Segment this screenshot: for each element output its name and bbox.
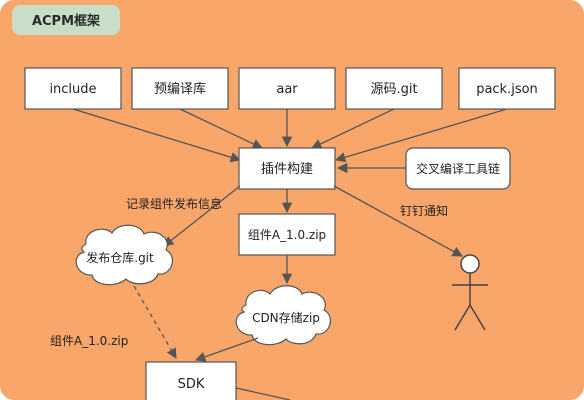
person-icon — [452, 254, 488, 331]
arrow-json-to-build — [335, 108, 508, 163]
precompile-box — [131, 67, 229, 110]
cdn-store-label: CDN存储zip — [252, 310, 320, 325]
arrow-repo-to-sdk — [133, 285, 177, 359]
component-zip-side-label: 组件A_1.0.zip — [50, 334, 128, 348]
sdk-box — [145, 361, 237, 400]
arrow-git-to-build — [311, 108, 395, 149]
record-info-label: 记录组件发布信息 — [126, 196, 222, 211]
include-label: include — [49, 82, 96, 97]
diagram-title: ACPM框架 — [32, 13, 100, 29]
sdk-label: SDK — [178, 377, 205, 392]
arrow-cdn-to-sdk — [195, 337, 259, 362]
precompile-label: 预编译库 — [154, 81, 206, 97]
title-tag — [12, 5, 120, 35]
aar-box — [238, 67, 336, 110]
plugin-build-label: 插件构建 — [261, 162, 313, 177]
aar-label: aar — [276, 82, 298, 97]
cross-toolchain-label: 交叉编译工具链 — [416, 161, 500, 176]
dingtalk-notify-label: 钉钉通知 — [400, 204, 448, 218]
arrow-include-to-build — [72, 108, 241, 163]
source-git-label: 源码.git — [370, 82, 417, 97]
component-zip-box — [238, 213, 336, 256]
publish-repo-cloud — [75, 224, 174, 286]
arrow-sdk-out — [235, 387, 291, 400]
include-box — [24, 67, 122, 110]
publish-repo-label: 发布仓库.git — [86, 250, 154, 265]
component-zip-label: 组件A_1.0.zip — [248, 228, 326, 242]
cdn-cloud — [235, 285, 332, 346]
arrow-precompile-to-build — [179, 108, 263, 149]
plugin-build-box — [238, 147, 336, 190]
arrow-build-to-person — [333, 185, 463, 257]
source-git-box — [345, 67, 443, 110]
arrow-build-to-repo — [163, 185, 241, 247]
pack-json-label: pack.json — [476, 82, 538, 97]
